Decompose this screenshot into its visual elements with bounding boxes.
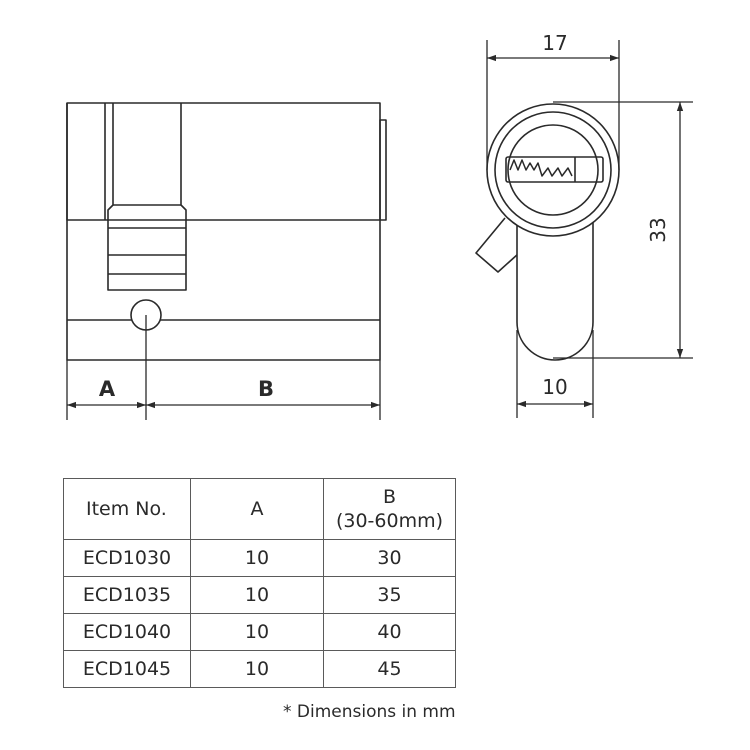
- dimension-b-label: B: [258, 377, 274, 401]
- cell-a: 10: [190, 576, 324, 614]
- profile-stem: [516, 210, 594, 361]
- dimension-10-label: 10: [542, 375, 567, 399]
- header-b-label: B: [382, 486, 397, 508]
- front-view: [66, 102, 387, 420]
- cell-item-no: ECD1030: [63, 539, 191, 577]
- dimension-17-label: 17: [542, 31, 567, 55]
- keyway: [505, 156, 604, 183]
- dimension-a-label: A: [99, 377, 116, 401]
- table-row: ECD1030 10 30: [63, 539, 456, 577]
- dimension-33-label: 33: [646, 217, 670, 242]
- side-view: [475, 103, 620, 361]
- header-b-range: (30-60mm): [335, 510, 444, 532]
- key-profile: [509, 159, 573, 177]
- cell-b: 40: [323, 613, 456, 651]
- table-row: ECD1040 10 40: [63, 613, 456, 651]
- table-row: ECD1035 10 35: [63, 576, 456, 614]
- barrel-outline: [66, 103, 380, 221]
- cell-a: 10: [190, 650, 324, 688]
- cylinder-technical-drawing: A B 17 33 10: [66, 31, 693, 420]
- header-a: A: [190, 478, 324, 540]
- table-header-row: Item No. A B (30-60mm): [63, 478, 456, 540]
- cell-a: 10: [190, 539, 324, 577]
- dimensions-table: Item No. A B (30-60mm) ECD1030 10 30 ECD…: [63, 478, 456, 688]
- cylinder-body-outline: [66, 102, 381, 361]
- cell-b: 35: [323, 576, 456, 614]
- cam-slot: [107, 103, 187, 291]
- cell-item-no: ECD1040: [63, 613, 191, 651]
- plug-inner: [507, 124, 599, 216]
- plug-ring: [494, 111, 612, 229]
- cell-b: 45: [323, 650, 456, 688]
- header-b: B (30-60mm): [323, 478, 456, 540]
- rear-cap: [379, 119, 387, 221]
- footnote: * Dimensions in mm: [283, 702, 456, 722]
- cell-item-no: ECD1045: [63, 650, 191, 688]
- table-row: ECD1045 10 45: [63, 650, 456, 688]
- cam-tail: [475, 217, 519, 273]
- cell-item-no: ECD1035: [63, 576, 191, 614]
- header-item-no: Item No.: [63, 478, 191, 540]
- cell-b: 30: [323, 539, 456, 577]
- cell-a: 10: [190, 613, 324, 651]
